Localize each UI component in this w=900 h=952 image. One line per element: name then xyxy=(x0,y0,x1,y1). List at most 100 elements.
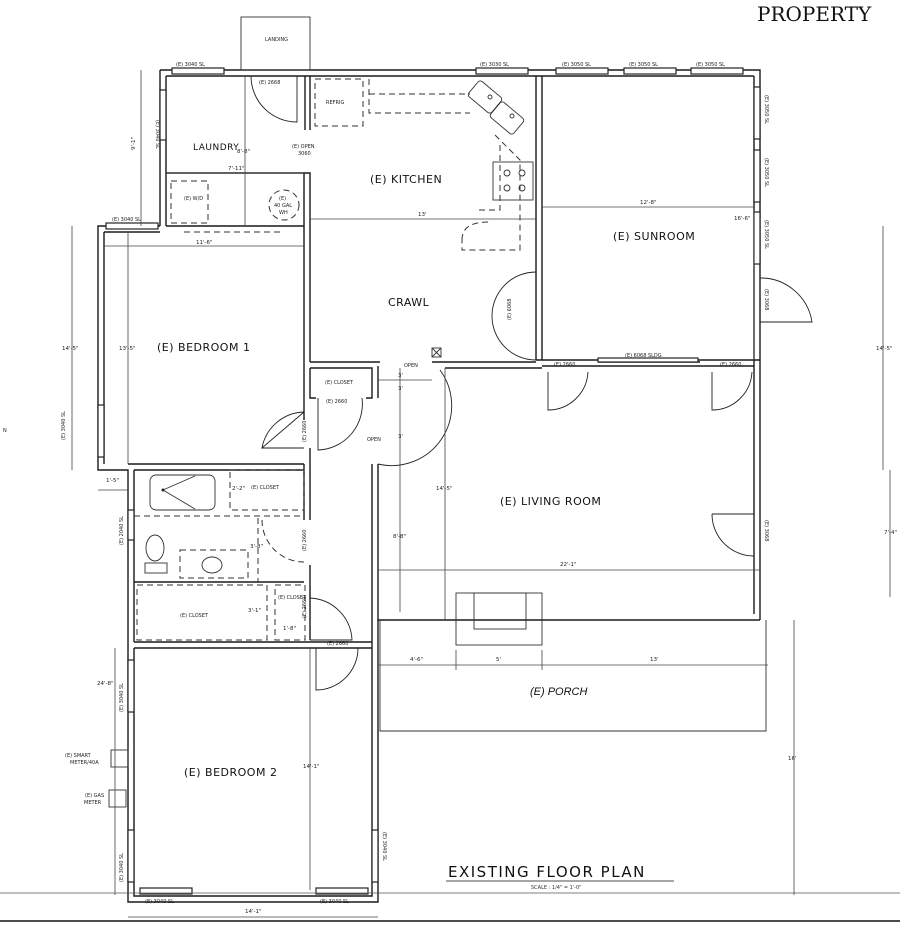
dim-closet-small: 1'-8" xyxy=(283,626,296,632)
tag-door-laundry: (E) 2668 xyxy=(259,80,280,86)
dim-right-1: 14'-5" xyxy=(876,346,893,352)
drawing-scale: SCALE : 1/4" = 1'-0" xyxy=(531,885,581,891)
tag-window-laundry-top: (E) 3040 SL xyxy=(176,62,205,68)
bathtub-icon xyxy=(149,474,216,511)
dim-porch-3: 13' xyxy=(650,657,659,663)
range-icon xyxy=(492,161,534,201)
wh-label-2: 40 GAL xyxy=(274,203,292,209)
north-marker: N xyxy=(3,428,7,434)
dim-living-h: 14'-5" xyxy=(436,486,453,492)
gas-meter-icon xyxy=(108,789,127,808)
dim-hall-3: 3' xyxy=(398,434,403,440)
tag-window-laundry-left: (E) 3040 SL xyxy=(154,120,160,149)
dim-porch-1: 4'-6" xyxy=(410,657,423,663)
dim-porch-depth: 16' xyxy=(788,756,797,762)
wh-label-1: (E) xyxy=(279,196,286,202)
door-tags: (E) 2668 (E) OPEN 3060 (E) 3068 (E) 6068… xyxy=(259,80,769,647)
tag-window-bed2-r: (E) 3040 SL xyxy=(381,832,387,861)
dim-closet-bath: 2'-2" xyxy=(232,486,245,492)
room-laundry: LAUNDRY xyxy=(193,143,239,153)
dim-bath-door: 3'-8" xyxy=(250,544,263,550)
tag-window-bath: (E) 2040 SL xyxy=(119,516,125,545)
tag-window-sun-3: (E) 3050 SL xyxy=(696,62,725,68)
room-labels: LAUNDRY (E) KITCHEN (E) SUNROOM CRAWL (E… xyxy=(3,143,695,779)
tag-door-closet-small: (E) 2660 xyxy=(302,597,308,618)
room-closet-hall: (E) CLOSET xyxy=(325,380,354,386)
tag-open-laundry-1: (E) OPEN xyxy=(292,144,315,150)
dim-bed1-outer-h: 14'-5" xyxy=(62,346,79,352)
room-closet-b2: (E) CLOSET xyxy=(180,613,209,619)
dim-bed1-w: 11'-6" xyxy=(196,240,213,246)
dim-sunroom-h: 16'-6" xyxy=(734,216,751,222)
gas-meter-label-1: (E) GAS xyxy=(85,793,104,799)
brand-title: PROPERTY xyxy=(757,2,872,26)
tag-door-closet-hall: (E) 2660 xyxy=(326,399,347,405)
tag-door-living-l: (E) 2660 xyxy=(554,362,575,368)
window-tags: (E) 3040 SL (E) 3040 SL (E) 3040 SL (E) … xyxy=(61,62,769,905)
toilet-icon xyxy=(145,534,165,562)
refrig-label: REFRIG xyxy=(326,100,344,106)
room-closet-small: (E) CLOSET xyxy=(278,595,307,601)
room-closet-bath: (E) CLOSET xyxy=(251,485,280,491)
dim-bed1-inner-h: 13'-5" xyxy=(119,346,136,352)
tag-door-sliding: (E) 6068 SLDG xyxy=(625,353,662,359)
lavatory-icon xyxy=(201,556,223,574)
tag-window-bed2-lb: (E) 3040 SL xyxy=(119,853,125,882)
dimension-lines: 9'-1" 7'-11" 8'-8" 11'-6" 14'-5" 13'-5" … xyxy=(62,70,897,918)
dim-bed2-outer-h: 24'-8" xyxy=(97,681,114,687)
tag-window-bed2-b1: (E) 3040 SL xyxy=(145,899,174,905)
dim-hall-2: 3' xyxy=(398,386,403,392)
dim-bed2-h: 14'-1" xyxy=(303,764,320,770)
tag-door-sun-ext: (E) 3068 xyxy=(763,289,769,310)
wh-label-3: WH xyxy=(279,210,288,216)
washer-dryer-label: (E) W/D xyxy=(184,196,203,202)
tag-door-sun-int: (E) 6068 xyxy=(507,299,513,320)
dim-kitchen-w: 13' xyxy=(418,212,427,218)
bathroom-fixtures xyxy=(134,469,306,641)
tag-open-laundry-2: 3060 xyxy=(298,151,311,157)
porch-label: (E) PORCH xyxy=(530,686,588,698)
dim-closet-b2: 3'-1" xyxy=(248,608,261,614)
tag-window-bed1-left: (E) 3040 SL xyxy=(61,411,67,440)
tag-window-sun-r1: (E) 3050 SL xyxy=(763,95,769,124)
gas-meter-label-2: METER xyxy=(84,800,102,806)
dim-sunroom-w: 12'-8" xyxy=(640,200,657,206)
room-living: (E) LIVING ROOM xyxy=(500,495,601,508)
tag-window-bed2-lt: (E) 3040 SL xyxy=(119,683,125,712)
laundry-fixtures: (E) W/D (E) 40 GAL WH xyxy=(170,180,300,233)
kitchen-cabinets: REFRIG xyxy=(314,78,534,251)
tag-door-living-ext: (E) 3068 xyxy=(763,520,769,541)
tag-door-living-r: (E) 2660 xyxy=(720,362,741,368)
doors xyxy=(250,75,813,691)
dim-hall-1: 3' xyxy=(398,373,403,379)
title-block: EXISTING FLOOR PLAN SCALE : 1/4" = 1'-0" xyxy=(0,863,900,922)
dim-laundry-h: 9'-1" xyxy=(131,137,137,150)
fireplace xyxy=(455,592,543,646)
room-sunroom: (E) SUNROOM xyxy=(613,230,695,243)
room-bedroom-2: (E) BEDROOM 2 xyxy=(184,766,277,779)
smart-meter-label-1: (E) SMART xyxy=(65,753,92,759)
sink-icon xyxy=(467,80,525,135)
tag-window-sun-2: (E) 3050 SL xyxy=(629,62,658,68)
tag-door-bed2: (E) 2660 xyxy=(327,641,348,647)
windows xyxy=(97,67,761,895)
dim-bed2-w: 14'-1" xyxy=(245,909,262,915)
tag-window-sun-r3: (E) 3050 SL xyxy=(763,220,769,249)
room-crawl: CRAWL xyxy=(388,296,430,309)
drawing-title: EXISTING FLOOR PLAN xyxy=(448,863,646,881)
dim-laundry-w: 7'-11" xyxy=(228,166,245,172)
tag-window-bed1-top: (E) 3040 SL xyxy=(112,217,141,223)
smart-meter-icon xyxy=(110,749,129,768)
dim-hall-lower: 8'-8" xyxy=(393,534,406,540)
room-kitchen: (E) KITCHEN xyxy=(370,173,442,186)
meters: (E) SMART METER/40A (E) GAS METER xyxy=(65,749,129,808)
porch: (E) PORCH 4'-6" 5' 13' 16' xyxy=(378,620,797,895)
interior-walls xyxy=(128,76,760,649)
room-bedroom-1: (E) BEDROOM 1 xyxy=(157,341,250,354)
smart-meter-label-2: METER/40A xyxy=(70,760,99,766)
tag-door-bed1: (E) 2660 xyxy=(302,421,308,442)
tag-window-sun-1: (E) 3050 SL xyxy=(562,62,591,68)
tag-open-2: OPEN xyxy=(367,437,381,443)
tag-open-1: OPEN xyxy=(404,363,418,369)
